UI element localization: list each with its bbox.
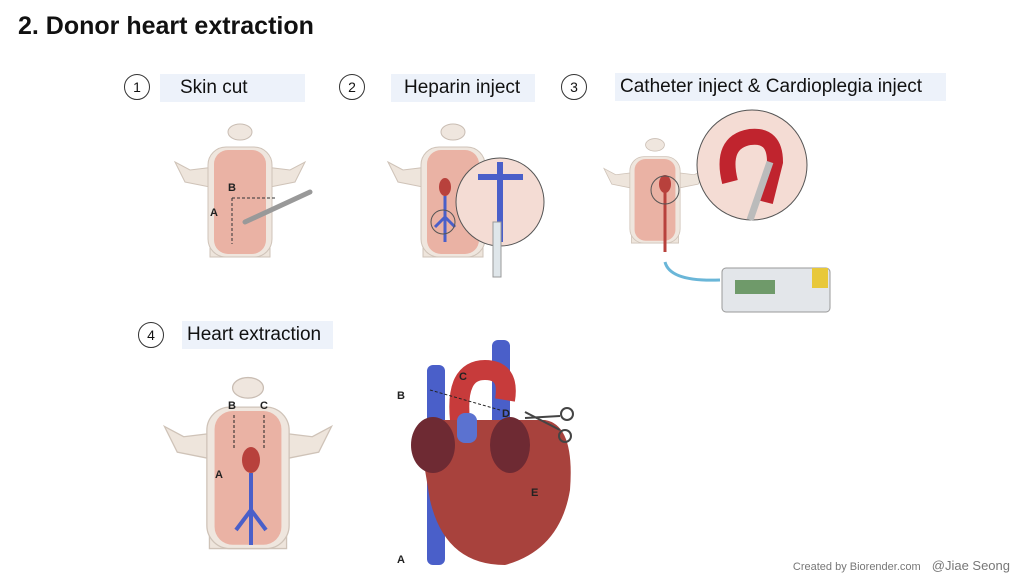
- scalpel-icon: [242, 189, 313, 225]
- step-number-1: 1: [124, 74, 150, 100]
- heart-mark-a: A: [397, 554, 405, 566]
- heart-mark-d: D: [502, 408, 510, 420]
- cut-mark-a: A: [215, 469, 223, 481]
- step-label-catheter-cardioplegia: Catheter inject & Cardioplegia inject: [615, 73, 946, 101]
- heart-anatomy-illustration: [411, 340, 574, 565]
- syringe-pump-icon: [721, 267, 831, 313]
- mouse-skin-cut-illustration: [174, 123, 313, 258]
- cut-mark-b: B: [228, 400, 236, 412]
- mouse-heparin-illustration: [387, 123, 545, 278]
- syringe-icon: [492, 221, 502, 278]
- scissors-icon: [524, 407, 574, 443]
- credit-source: Created by Biorender.com: [792, 561, 921, 573]
- step-number-3: 3: [561, 74, 587, 100]
- step-label-skin-cut: Skin cut: [160, 74, 305, 102]
- mouse-catheter-illustration: [603, 109, 831, 313]
- mouse-heart-extraction-illustration: [163, 376, 333, 550]
- heart-mark-c: C: [459, 371, 467, 383]
- cut-mark-c: C: [260, 400, 268, 412]
- cut-mark-b: B: [228, 182, 236, 194]
- heart-mark-b: B: [397, 390, 405, 402]
- cut-mark-a: A: [210, 207, 218, 219]
- credit-author: @Jiae Seong: [931, 558, 1010, 573]
- heart-mark-e: E: [531, 487, 539, 499]
- step-label-heparin-inject: Heparin inject: [391, 74, 535, 102]
- slide-title: 2. Donor heart extraction: [18, 12, 314, 40]
- step-label-heart-extraction: Heart extraction: [182, 321, 333, 349]
- step-number-4: 4: [138, 322, 164, 348]
- credit-line: Created by Biorender.com @Jiae Seong: [793, 558, 1010, 573]
- step-number-2: 2: [339, 74, 365, 100]
